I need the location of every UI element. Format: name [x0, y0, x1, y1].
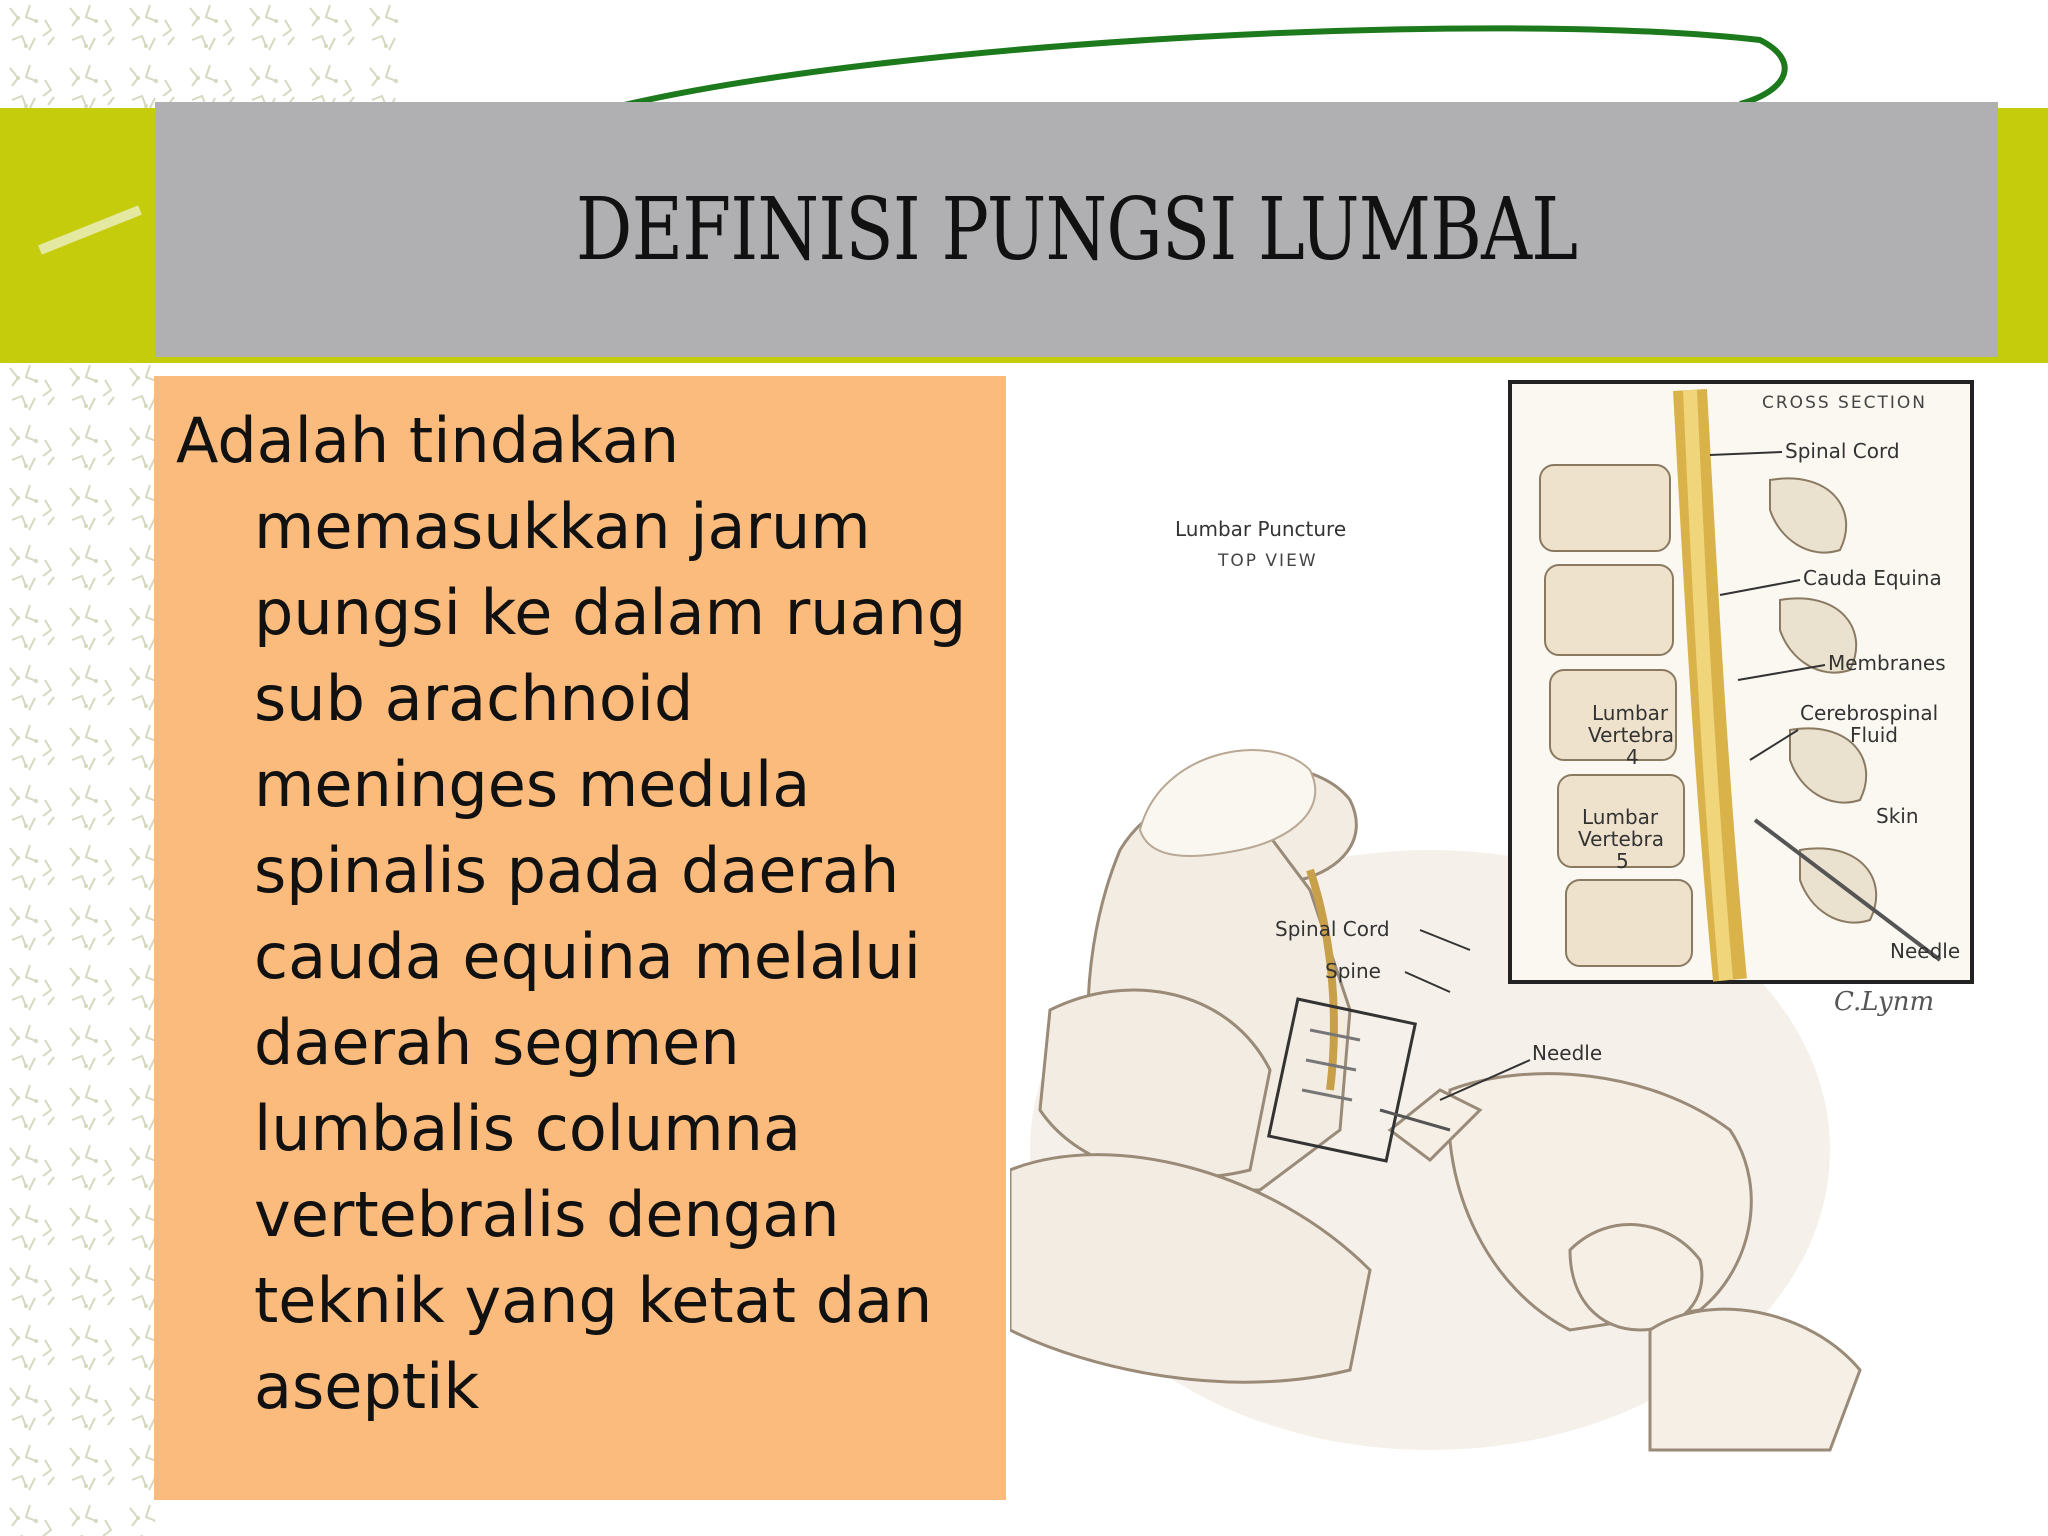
lumbar-puncture-illustration: Lumbar Puncture TOP VIEW Spinal Cord Spi…: [1010, 380, 1974, 1452]
title-bar: DEFINISI PUNGSI LUMBAL: [155, 102, 1998, 357]
inset-label-csf-line1: Cerebrospinal: [1800, 701, 1938, 725]
inset-label-csf-line2: Fluid: [1850, 723, 1898, 747]
label-spinal-cord: Spinal Cord: [1275, 917, 1390, 941]
inset-title: CROSS SECTION: [1762, 393, 1927, 413]
slide-title: DEFINISI PUNGSI LUMBAL: [575, 179, 1578, 280]
main-title: Lumbar Puncture: [1175, 517, 1346, 541]
inset-label-needle: Needle: [1890, 939, 1960, 963]
green-oval-decoration: [619, 25, 1788, 109]
patient-figure: [1010, 764, 1372, 1384]
inset-label-spinal-cord: Spinal Cord: [1785, 439, 1900, 463]
label-needle: Needle: [1532, 1041, 1602, 1065]
doctor-figure: [1387, 1072, 1862, 1452]
cross-section-inset: CROSS SECTION Spinal Cord Cauda Equina M…: [1508, 380, 1974, 984]
inset-label-l4-line1: Lumbar: [1592, 701, 1669, 725]
definition-text: Adalah tindakan memasukkan jarum pungsi …: [176, 404, 967, 1423]
definition-box: Adalah tindakan memasukkan jarum pungsi …: [154, 376, 1006, 1500]
inset-label-skin: Skin: [1876, 804, 1919, 828]
artist-signature: C.Lynm: [1834, 987, 1934, 1017]
spine-on-back: [1266, 868, 1451, 1163]
inset-label-l4-line3: 4: [1626, 745, 1639, 769]
inset-label-membranes: Membranes: [1828, 651, 1946, 675]
label-spine: Spine: [1325, 959, 1381, 983]
inset-label-cauda-equina: Cauda Equina: [1803, 566, 1942, 590]
inset-label-l4-line2: Vertebra: [1588, 723, 1674, 747]
inset-label-l5-line3: 5: [1616, 849, 1629, 873]
inset-label-l5-line1: Lumbar: [1582, 805, 1659, 829]
main-subtitle: TOP VIEW: [1217, 551, 1318, 571]
inset-label-l5-line2: Vertebra: [1578, 827, 1664, 851]
